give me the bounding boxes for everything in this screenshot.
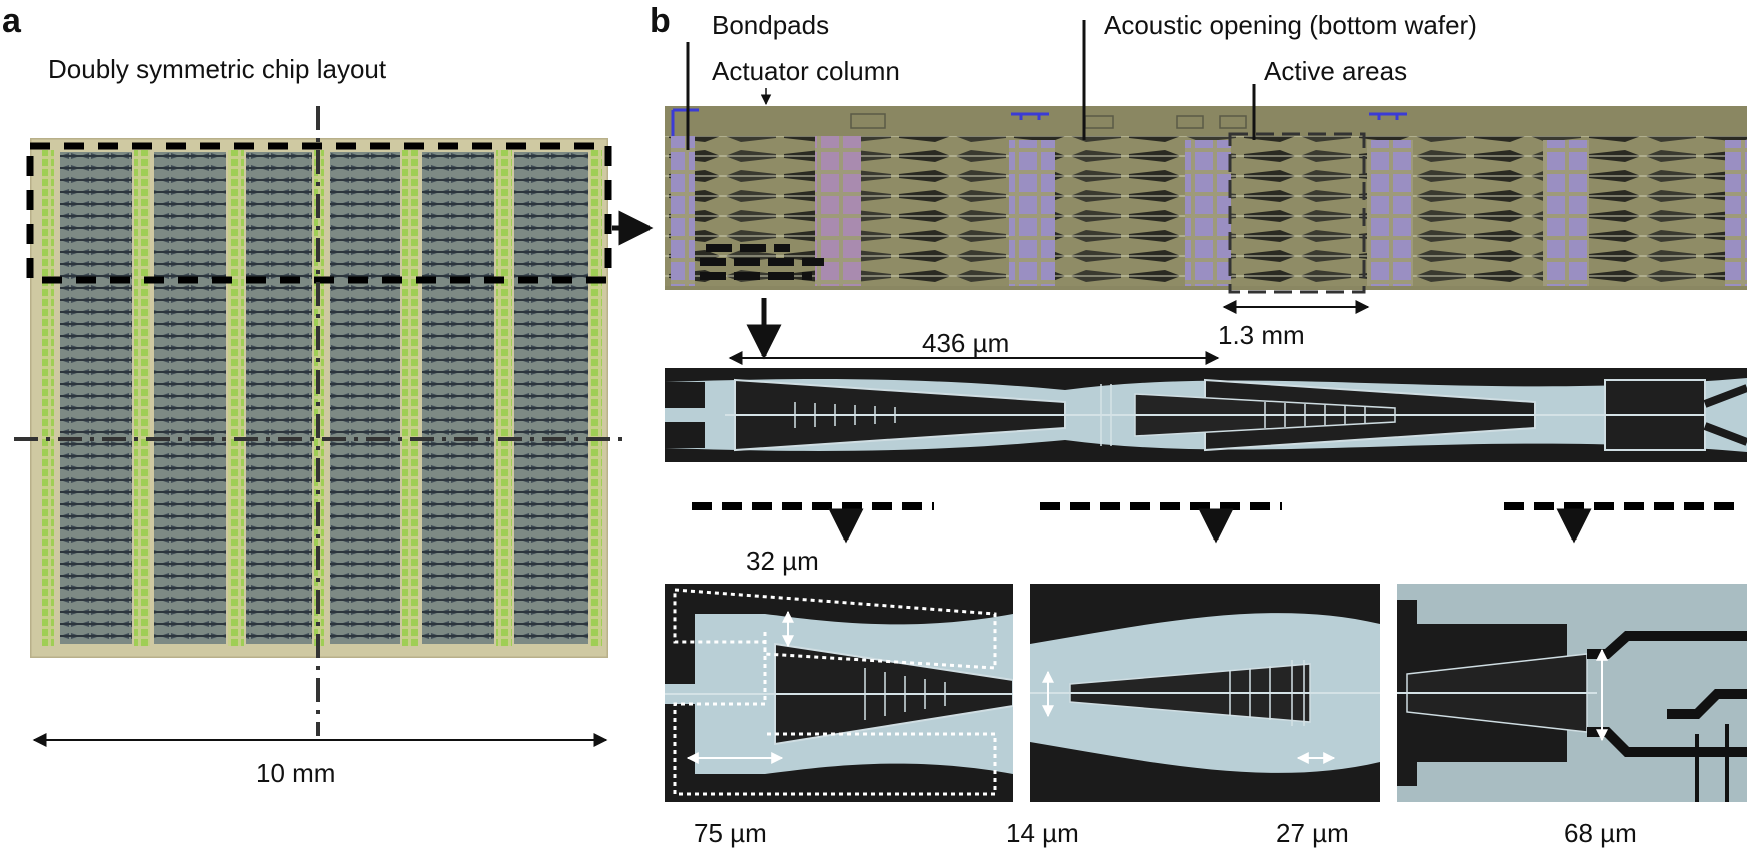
actuator-micrograph xyxy=(665,368,1747,462)
dim-d2: 14 µm xyxy=(1006,818,1079,848)
chip-top-quarter-dashed-box xyxy=(26,142,612,284)
callout-acoustic-opening: Acoustic opening (bottom wafer) xyxy=(1104,10,1477,40)
detail-micrograph-middle xyxy=(1030,584,1380,802)
panel-a-letter: a xyxy=(2,2,21,40)
dim-d3: 27 µm xyxy=(1276,818,1349,848)
dim-d1: 75 µm xyxy=(694,818,767,848)
dim-active-area: 1.3 mm xyxy=(1218,320,1305,350)
dim-d4: 68 µm xyxy=(1564,818,1637,848)
callout-actuator-column: Actuator column xyxy=(712,56,900,86)
chip-photo xyxy=(30,138,608,658)
wafer-strip-photo xyxy=(665,106,1747,290)
detail-micrograph-left xyxy=(665,584,1013,802)
active-area-dashed-box xyxy=(1228,132,1366,294)
dim-detail-gap: 32 µm xyxy=(746,546,819,576)
panel-a-title: Doubly symmetric chip layout xyxy=(48,54,387,84)
detail-micrograph-right xyxy=(1397,584,1747,802)
callout-bondpads: Bondpads xyxy=(712,10,830,40)
dim-chip-width: 10 mm xyxy=(256,758,336,788)
callout-active-areas: Active areas xyxy=(1264,56,1408,86)
panel-b-letter: b xyxy=(650,2,671,40)
